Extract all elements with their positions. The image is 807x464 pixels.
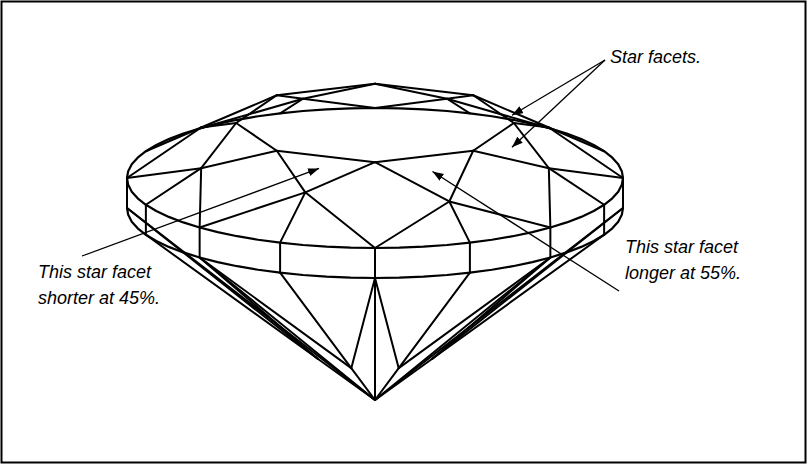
facet-edge bbox=[603, 205, 605, 235]
facet-edge bbox=[549, 128, 623, 178]
facet-edge bbox=[447, 95, 473, 98]
facet-edge bbox=[127, 208, 375, 400]
facet-edge bbox=[549, 227, 551, 257]
facet-edge bbox=[201, 123, 236, 168]
facet-edge bbox=[549, 128, 604, 152]
facet-edge bbox=[375, 84, 447, 99]
facet-edge bbox=[447, 99, 470, 114]
facet-edge bbox=[277, 151, 375, 162]
leader-line bbox=[432, 171, 619, 291]
facet-edge bbox=[279, 243, 281, 273]
facet-edge bbox=[303, 84, 375, 99]
diamond-drawing bbox=[127, 84, 623, 400]
facet-edge bbox=[375, 151, 473, 162]
leader-lines bbox=[82, 60, 619, 291]
facet-edge bbox=[549, 168, 551, 227]
facet-edge bbox=[303, 99, 375, 108]
facet-edge bbox=[432, 235, 604, 359]
facet-edge bbox=[199, 227, 201, 257]
facet-edge bbox=[351, 278, 375, 368]
facet-edge bbox=[469, 243, 471, 273]
facet-edge bbox=[375, 257, 550, 400]
facet-edge bbox=[473, 151, 549, 168]
facet-edge bbox=[374, 278, 376, 400]
facet-edge bbox=[200, 99, 303, 129]
facet-edge bbox=[146, 235, 318, 359]
facet-edge bbox=[280, 192, 305, 242]
callout-label: This star facet shorter at 45%. bbox=[38, 259, 178, 311]
facet-edge bbox=[201, 95, 277, 127]
facet-edge bbox=[375, 99, 447, 108]
facet-edge bbox=[127, 128, 201, 178]
leader-line bbox=[512, 60, 605, 147]
callout-label: Star facets. bbox=[610, 44, 770, 70]
facet-edge bbox=[146, 128, 201, 152]
facet-edge bbox=[145, 205, 147, 235]
facet-edge bbox=[514, 123, 549, 128]
facet-edge bbox=[277, 95, 303, 98]
facet-edge bbox=[236, 123, 277, 151]
facet-edge bbox=[375, 208, 623, 400]
facet-edge bbox=[146, 168, 201, 205]
facet-edge bbox=[375, 201, 449, 248]
facet-edge bbox=[399, 257, 551, 368]
facet-edge bbox=[375, 278, 399, 368]
facet-edge bbox=[549, 168, 604, 205]
facet-edge bbox=[305, 162, 375, 192]
facet-edge bbox=[473, 123, 514, 151]
facet-edge bbox=[375, 162, 449, 201]
facet-edge bbox=[375, 368, 399, 400]
facet-edge bbox=[622, 178, 624, 208]
facet-edge bbox=[449, 151, 473, 202]
facet-edge bbox=[280, 99, 303, 114]
facet-edge bbox=[449, 201, 470, 242]
leader-line bbox=[82, 168, 319, 256]
leader-line bbox=[512, 60, 605, 115]
callout-label: This star facet longer at 55%. bbox=[625, 234, 765, 286]
facet-edge bbox=[126, 178, 128, 208]
facet-edge bbox=[305, 192, 375, 248]
facet-edge bbox=[374, 248, 376, 278]
facet-edge bbox=[200, 257, 352, 368]
facet-edge bbox=[200, 168, 202, 227]
facet-edge bbox=[399, 273, 470, 368]
facet-edge bbox=[277, 151, 305, 193]
